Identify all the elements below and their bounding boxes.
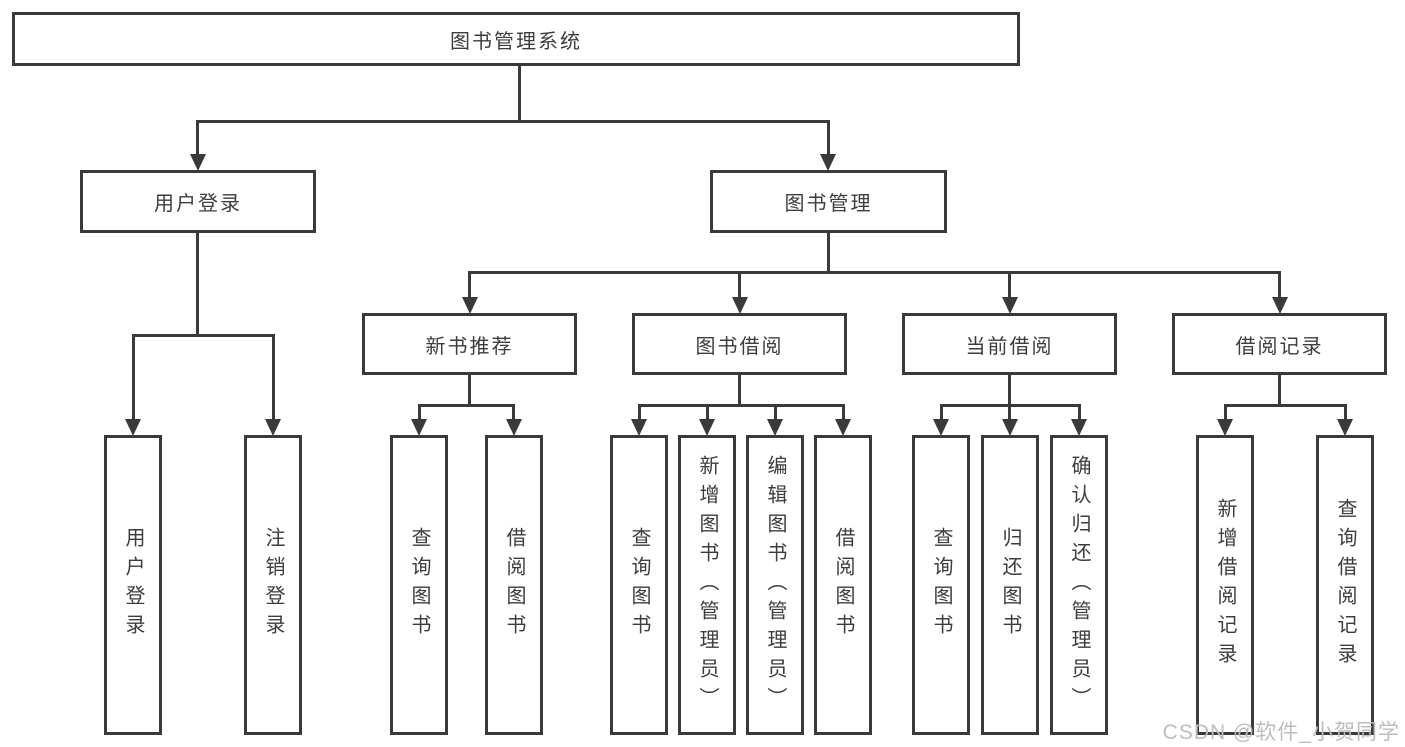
leaf-return-books: 归还图书 (981, 435, 1039, 735)
leaf-label: 查询图书 (628, 527, 650, 643)
leaf-query-books-borrow: 查询图书 (610, 435, 668, 735)
leaf-label: 注销登录 (262, 527, 284, 643)
arrow-down-icon (732, 297, 748, 314)
arrow-down-icon (699, 419, 715, 436)
connector-line (1224, 404, 1347, 407)
connector-line (940, 404, 943, 421)
connector-line (196, 120, 199, 156)
arrow-down-icon (1002, 419, 1018, 436)
csdn-watermark: CSDN @软件_小贺同学 (1162, 721, 1400, 744)
node-new-book-recommend: 新书推荐 (362, 313, 577, 375)
connector-line (738, 271, 741, 299)
leaf-borrow-books: 借阅图书 (814, 435, 872, 735)
arrow-down-icon (462, 297, 478, 314)
node-borrow-records-label: 借阅记录 (1235, 335, 1324, 358)
connector-line (132, 334, 275, 337)
node-user-login: 用户登录 (80, 170, 316, 233)
connector-line (1278, 271, 1281, 299)
leaf-label: 用户登录 (122, 527, 144, 643)
connector-line (827, 120, 830, 156)
node-borrow-records: 借阅记录 (1172, 313, 1387, 375)
leaf-edit-books-admin: 编辑图书（管理员） (746, 435, 804, 735)
leaf-query-borrow-record: 查询借阅记录 (1316, 435, 1374, 735)
leaf-borrow-books-recommend: 借阅图书 (485, 435, 543, 735)
connector-line (774, 404, 777, 421)
connector-line (418, 404, 421, 421)
arrow-down-icon (506, 419, 522, 436)
arrow-down-icon (1217, 419, 1233, 436)
connector-line (738, 372, 741, 407)
arrow-down-icon (1337, 419, 1353, 436)
arrow-down-icon (631, 419, 647, 436)
arrow-down-icon (125, 419, 141, 436)
arrow-down-icon (265, 419, 281, 436)
arrow-down-icon (767, 419, 783, 436)
arrow-down-icon (835, 419, 851, 436)
arrow-down-icon (1272, 297, 1288, 314)
node-book-borrow: 图书借阅 (632, 313, 847, 375)
node-current-borrow: 当前借阅 (902, 313, 1117, 375)
node-root-label: 图书管理系统 (450, 30, 582, 53)
connector-line (827, 230, 830, 274)
connector-line (1008, 404, 1011, 421)
connector-line (842, 404, 845, 421)
node-book-borrow-label: 图书借阅 (695, 335, 784, 358)
connector-line (468, 271, 1281, 274)
connector-line (272, 334, 275, 421)
connector-line (1224, 404, 1227, 421)
leaf-query-books-recommend: 查询图书 (390, 435, 448, 735)
connector-line (468, 271, 471, 299)
connector-line (512, 404, 515, 421)
arrow-down-icon (190, 154, 206, 171)
leaf-label: 查询图书 (408, 527, 430, 643)
leaf-label: 归还图书 (999, 527, 1021, 643)
leaf-label: 查询借阅记录 (1334, 498, 1356, 672)
node-new-book-recommend-label: 新书推荐 (425, 335, 514, 358)
connector-line (196, 230, 199, 337)
connector-line (1008, 372, 1011, 407)
node-root: 图书管理系统 (12, 12, 1020, 66)
arrow-down-icon (1071, 419, 1087, 436)
leaf-label: 编辑图书（管理员） (764, 454, 786, 716)
leaf-label: 借阅图书 (832, 527, 854, 643)
leaf-label: 借阅图书 (503, 527, 525, 643)
leaf-user-login: 用户登录 (104, 435, 162, 735)
connector-line (1008, 271, 1011, 299)
node-current-borrow-label: 当前借阅 (965, 335, 1054, 358)
node-book-management: 图书管理 (710, 170, 947, 233)
leaf-logout: 注销登录 (244, 435, 302, 735)
node-user-login-label: 用户登录 (154, 193, 242, 215)
leaf-label: 查询图书 (930, 527, 952, 643)
leaf-confirm-return-admin: 确认归还（管理员） (1050, 435, 1108, 735)
connector-line (638, 404, 845, 407)
arrow-down-icon (933, 419, 949, 436)
connector-line (468, 372, 471, 407)
connector-line (706, 404, 709, 421)
arrow-down-icon (411, 419, 427, 436)
arrow-down-icon (1002, 297, 1018, 314)
leaf-query-books-current: 查询图书 (912, 435, 970, 735)
node-book-management-label: 图书管理 (784, 193, 873, 215)
leaf-add-books-admin: 新增图书（管理员） (678, 435, 736, 735)
connector-line (518, 63, 521, 122)
connector-line (1278, 372, 1281, 407)
connector-line (638, 404, 641, 421)
connector-line (1078, 404, 1081, 421)
leaf-label: 新增图书（管理员） (696, 454, 718, 716)
connector-line (132, 334, 135, 421)
leaf-add-borrow-record: 新增借阅记录 (1196, 435, 1254, 735)
connector-line (196, 120, 830, 123)
connector-line (1344, 404, 1347, 421)
leaf-label: 确认归还（管理员） (1068, 454, 1090, 716)
leaf-label: 新增借阅记录 (1214, 498, 1236, 672)
connector-line (418, 404, 515, 407)
arrow-down-icon (820, 154, 836, 171)
